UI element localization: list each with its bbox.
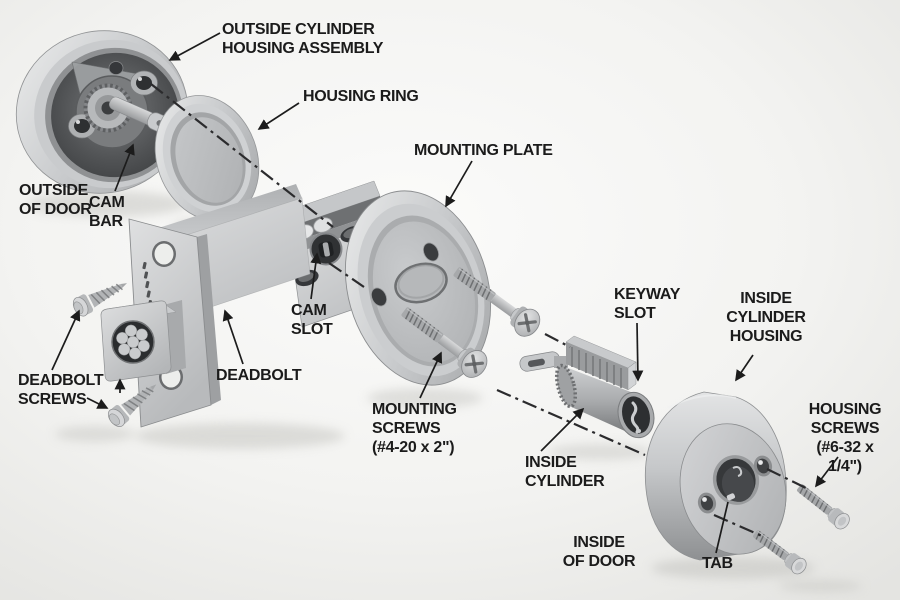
label-inside-of-door: INSIDE OF DOOR: [562, 534, 636, 570]
leader-lines: [51, 32, 839, 554]
label-deadbolt: DEADBOLT: [216, 367, 302, 384]
label-mounting-screws: MOUNTING SCREWS (#4-20 x 2"): [372, 401, 457, 456]
tab-part: [726, 493, 736, 501]
label-cam-bar: CAM BAR: [89, 194, 125, 230]
label-inside-cylinder-housing: INSIDE CYLINDER HOUSING: [726, 290, 806, 345]
label-mounting-plate: MOUNTING PLATE: [414, 142, 553, 159]
label-deadbolt-screws: DEADBOLT SCREWS: [18, 372, 104, 408]
label-outside-of-door: OUTSIDE OF DOOR: [19, 182, 92, 218]
label-tab: TAB: [702, 555, 733, 572]
mounting-plate-drawing: [344, 190, 492, 386]
keyway-profile: [630, 401, 640, 434]
tailpiece: [519, 351, 560, 372]
label-inside-cylinder: INSIDE CYLINDER: [525, 454, 605, 490]
label-cam-slot: CAM SLOT: [291, 302, 333, 338]
label-housing-screws: HOUSING SCREWS (#6-32 x 1/4"): [808, 401, 882, 475]
inside-cylinder-housing-drawing: [644, 391, 787, 561]
deadbolt-block-drawing: [100, 300, 186, 382]
label-keyway-slot: KEYWAY SLOT: [614, 286, 681, 322]
label-outside-cylinder-housing-assembly: OUTSIDE CYLINDER HOUSING ASSEMBLY: [222, 21, 384, 57]
inside-cylinder-drawing: [519, 335, 655, 439]
keyway-ridges: [571, 347, 622, 388]
label-housing-ring: HOUSING RING: [303, 88, 419, 105]
outside-cylinder-housing-assembly-drawing: [15, 30, 189, 194]
housing-ring-drawing: [154, 95, 260, 221]
center-lines: [150, 83, 807, 538]
